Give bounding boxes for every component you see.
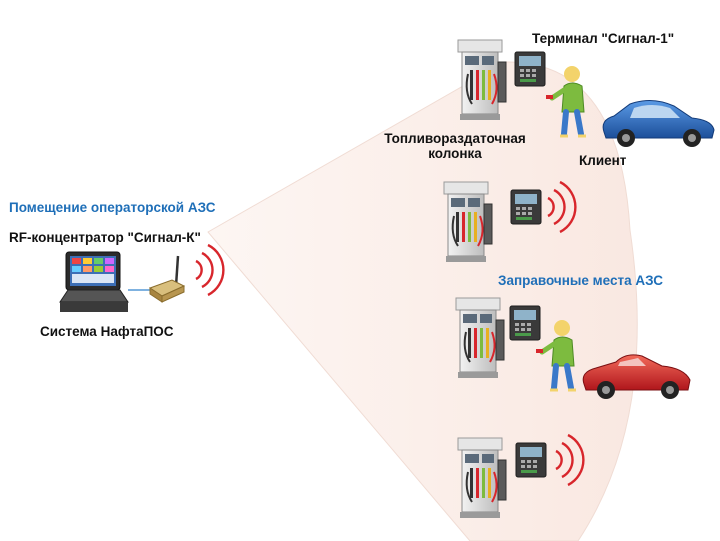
dispenser-label-line2: колонка bbox=[428, 146, 482, 161]
payment-terminal-icon bbox=[514, 51, 546, 87]
rf-concentrator-icon bbox=[148, 255, 186, 303]
rf-concentrator-label: RF-концентратор "Сигнал-К" bbox=[9, 230, 201, 245]
pos-system-label: Система НафтаПОС bbox=[40, 324, 174, 339]
operator-room-label: Помещение операторской АЗС bbox=[9, 200, 216, 215]
signal-wave-icon bbox=[194, 243, 225, 297]
dispenser-label-line1: Топливораздаточная bbox=[384, 131, 526, 146]
payment-terminal-icon bbox=[515, 442, 547, 478]
red-car-icon bbox=[582, 354, 691, 399]
pos-terminal-icon bbox=[59, 251, 129, 312]
payment-terminal-icon bbox=[509, 305, 541, 341]
fueling-places-label: Заправочные места АЗС bbox=[498, 273, 663, 288]
client-label: Клиент bbox=[579, 153, 627, 168]
payment-terminal-icon bbox=[510, 189, 542, 225]
terminal-label: Терминал "Сигнал-1" bbox=[532, 31, 675, 46]
dispenser-label: Топливораздаточная колонка bbox=[380, 131, 530, 161]
blue-car-icon bbox=[602, 100, 715, 147]
